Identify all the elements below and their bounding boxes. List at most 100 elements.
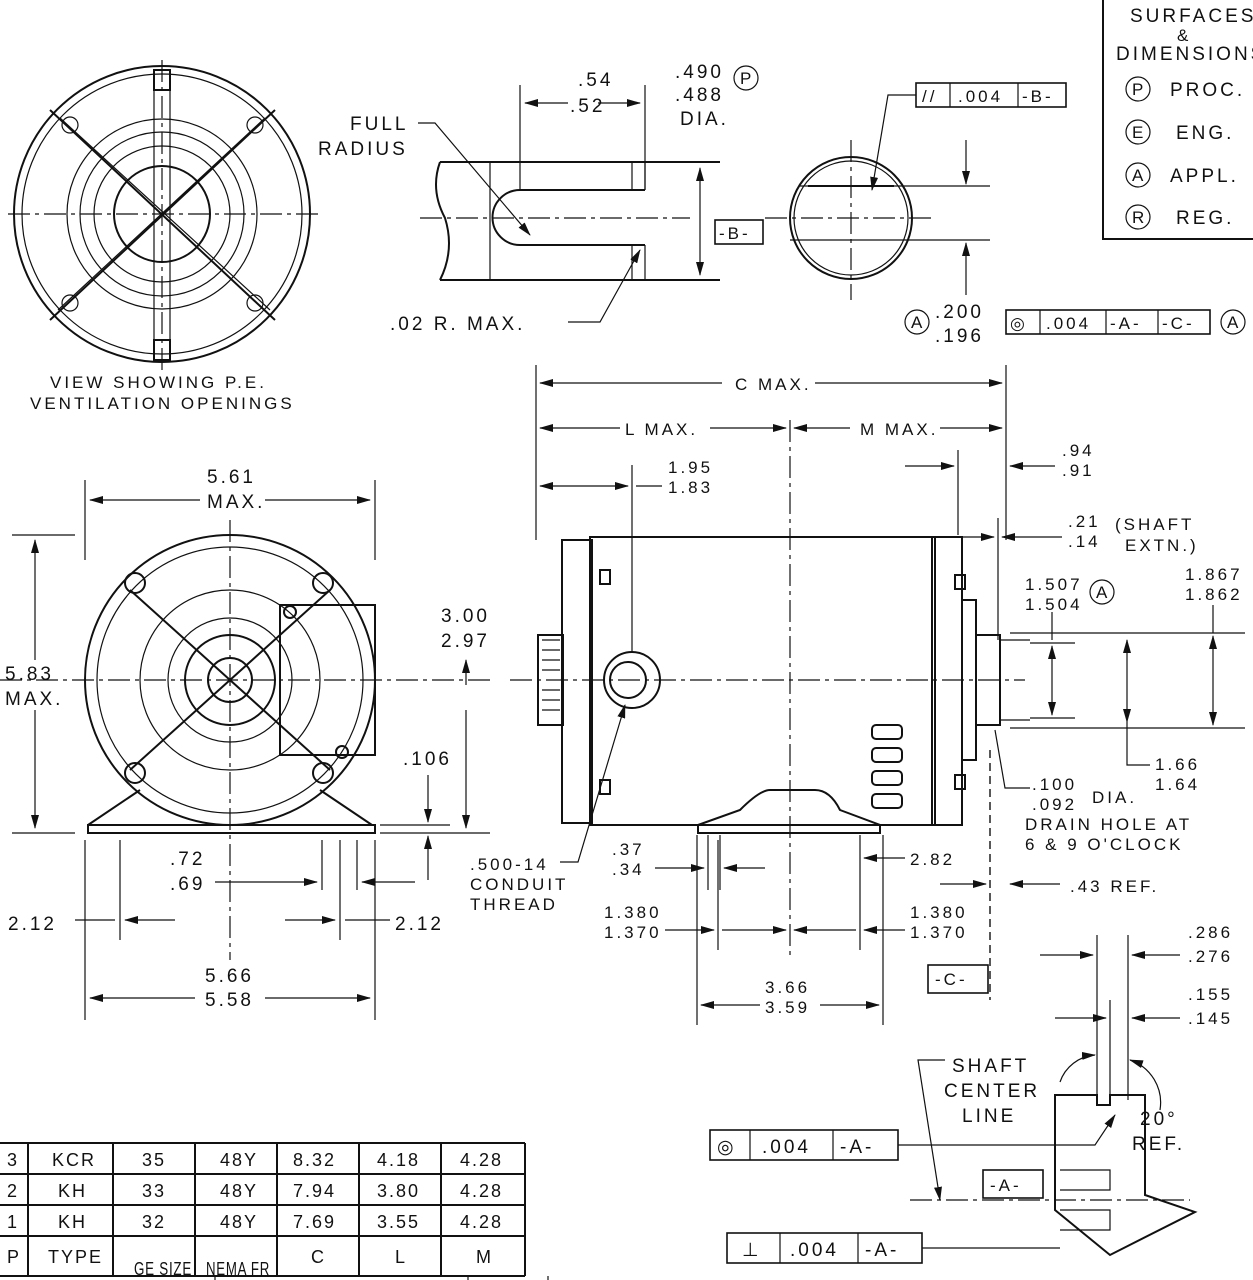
c-max-label: C MAX. xyxy=(735,375,812,394)
key-thk-lower: .145 xyxy=(1188,1009,1233,1028)
key-width-lower: .276 xyxy=(1188,947,1233,966)
flat-depth-upper: .200 xyxy=(935,302,984,323)
datum-c-box xyxy=(927,964,989,994)
shaft-cross-section: // .004 -B- A .200 .196 ◎ .004 -A- -C- A xyxy=(765,82,1246,347)
shaft-height-upper: 3.00 xyxy=(441,606,490,627)
cell-nema-fr: 48Y xyxy=(220,1212,258,1232)
hole-left-lower: 1.370 xyxy=(604,923,662,942)
shaft-centerline-3: LINE xyxy=(962,1106,1016,1127)
legend-label: REG. xyxy=(1176,208,1234,229)
datum-a-box xyxy=(982,1169,1044,1199)
datum-b: -B- xyxy=(719,224,751,243)
pe-end-view: VIEW SHOWING P.E. VENTILATION OPENINGS xyxy=(8,60,320,413)
circle-a-icon xyxy=(1220,309,1246,335)
circle-a-icon xyxy=(1125,162,1151,188)
flange-pos-upper: .94 xyxy=(1062,441,1095,460)
legend-title-amp: & xyxy=(1177,26,1191,45)
shaft-ext-upper: .21 xyxy=(1068,512,1101,531)
legend-box: SURFACES & DIMENSIONS P PROC. E ENG. A A… xyxy=(1102,0,1253,240)
foot-thickness: .106 xyxy=(403,749,452,770)
shaft-ext-note-2: EXTN.) xyxy=(1125,536,1199,555)
table-header: P TYPE GE SIZE NEMA FR C L M xyxy=(7,1247,491,1279)
legend-symbol: E xyxy=(1132,123,1146,142)
key-width-upper: .286 xyxy=(1188,923,1233,942)
header-nema-fr: NEMA FR xyxy=(206,1259,270,1279)
conduit-note-2: CONDUIT xyxy=(470,875,568,894)
model-dimension-table: 3 KCR 35 48Y 8.32 4.18 4.28 2 KH 33 48Y … xyxy=(0,1142,549,1280)
perpendicularity-tol: .004 xyxy=(790,1240,839,1261)
drain-dia-label: DIA. xyxy=(1092,788,1137,807)
l-max-label: L MAX. xyxy=(625,420,698,439)
legend-label: APPL. xyxy=(1170,166,1239,187)
full-radius-label-1: FULL xyxy=(350,114,408,135)
concentricity-tol: .004 xyxy=(762,1137,811,1158)
datum-b-box xyxy=(714,219,764,245)
legend-title-1: SURFACES xyxy=(1130,6,1253,27)
cell-m: 4.28 xyxy=(460,1212,503,1232)
boss-dia-lower: 1.862 xyxy=(1185,585,1243,604)
perpendicularity-symbol: ⊥ xyxy=(742,1240,762,1261)
slot-length-upper: .37 xyxy=(612,840,645,859)
hub-dia-lower: 1.64 xyxy=(1155,775,1200,794)
cell-type: KH xyxy=(58,1181,87,1201)
legend-symbol: A xyxy=(1132,166,1146,185)
concentricity-symbol: ◎ xyxy=(1010,314,1028,333)
m-max-label: M MAX. xyxy=(860,420,938,439)
pe-view-caption-2: VENTILATION OPENINGS xyxy=(30,394,295,413)
cell-ge-size: 33 xyxy=(142,1181,166,1201)
circle-r-icon xyxy=(1125,204,1151,230)
drain-note-1: DRAIN HOLE AT xyxy=(1025,815,1192,834)
drain-dia-upper: .100 xyxy=(1032,775,1077,794)
table-row: 3 KCR 35 48Y 8.32 4.18 4.28 xyxy=(7,1150,503,1170)
concentricity-datum: -A- xyxy=(840,1137,874,1158)
pe-view-caption-1: VIEW SHOWING P.E. xyxy=(50,373,267,392)
cell-p: 3 xyxy=(7,1150,19,1170)
shaft-ext-lower: .14 xyxy=(1068,532,1101,551)
flat-depth-lower: .196 xyxy=(935,326,984,347)
circle-p-icon xyxy=(733,65,759,91)
circle-e-icon xyxy=(1125,119,1151,145)
slot-width-upper: .72 xyxy=(170,849,205,870)
hole-left-upper: 1.380 xyxy=(604,903,662,922)
parallelism-symbol: // xyxy=(922,87,937,106)
foot-to-end: 2.82 xyxy=(910,850,955,869)
parallelism-datum: -B- xyxy=(1022,87,1054,106)
concentricity-symbol: ◎ xyxy=(717,1137,737,1158)
slot-length-lower: .34 xyxy=(612,860,645,879)
angle-ref: REF. xyxy=(1132,1134,1185,1155)
concentricity-datum-a: -A- xyxy=(1110,314,1142,333)
motor-side-view: C MAX. L MAX. M MAX. 1.95 1.83 .94 .91 .… xyxy=(470,365,1245,1025)
header-l: L xyxy=(395,1247,407,1267)
base-width-lower: 5.58 xyxy=(205,990,254,1011)
base-width-upper: 5.66 xyxy=(205,966,254,987)
shaft-ext-note-1: (SHAFT xyxy=(1115,515,1194,534)
header-c: C xyxy=(311,1247,326,1267)
drain-dia-lower: .092 xyxy=(1032,795,1077,814)
hub-dia-upper: 1.66 xyxy=(1155,755,1200,774)
pilot-dia-upper: 1.507 xyxy=(1025,575,1083,594)
conduit-note-3: THREAD xyxy=(470,895,558,914)
ref-43: .43 REF. xyxy=(1070,877,1159,896)
cell-c: 7.69 xyxy=(293,1212,336,1232)
cell-nema-fr: 48Y xyxy=(220,1150,258,1170)
shaft-dia-upper: .490 xyxy=(675,62,724,83)
legend-label: ENG. xyxy=(1176,123,1234,144)
pilot-dia-lower: 1.504 xyxy=(1025,595,1083,614)
keyway-length-upper: .54 xyxy=(578,70,613,91)
cell-ge-size: 35 xyxy=(142,1150,166,1170)
shaft-dia-lower: .488 xyxy=(675,85,724,106)
header-p: P xyxy=(7,1247,21,1267)
key-thk-upper: .155 xyxy=(1188,985,1233,1004)
datum-c: -C- xyxy=(935,970,968,989)
cell-m: 4.28 xyxy=(460,1150,503,1170)
cell-p: 2 xyxy=(7,1181,19,1201)
cell-nema-fr: 48Y xyxy=(220,1181,258,1201)
shaft-centerline-2: CENTER xyxy=(944,1081,1040,1102)
cell-m: 4.28 xyxy=(460,1181,503,1201)
hole-right-upper: 1.380 xyxy=(910,903,968,922)
proc-symbol: P xyxy=(740,69,754,88)
cell-type: KH xyxy=(58,1212,87,1232)
shaft-centerline-1: SHAFT xyxy=(952,1056,1029,1077)
full-radius-label-2: RADIUS xyxy=(318,139,408,160)
